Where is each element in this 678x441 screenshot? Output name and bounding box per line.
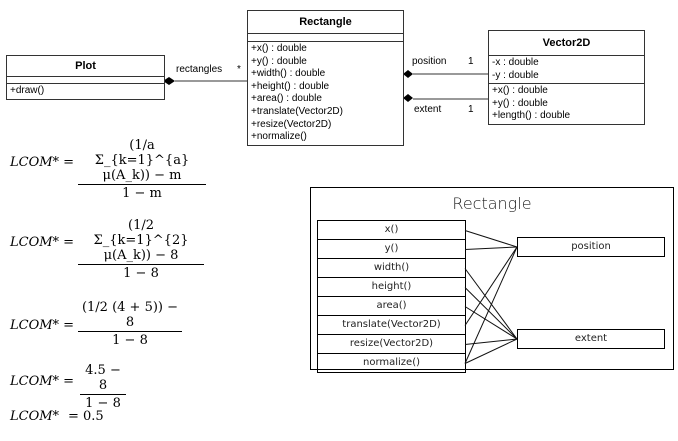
denominator: 1 − 8 [123,266,159,281]
attribute: -y : double [492,69,539,81]
operation: +y() : double [492,97,548,109]
formula-lhs: LCOM* = [10,318,75,333]
numerator: (1/2 (4 + 5)) − 8 [81,300,179,330]
formula-lhs: LCOM* = [10,235,75,250]
composition-diamond-icon [403,94,413,102]
operation: +resize(Vector2D) [251,118,332,130]
role-label: position [412,56,447,67]
denominator: 1 − m [122,186,162,201]
attributes-section: -x : double -y : double [489,56,644,85]
method-field-link [464,268,518,340]
method-node: y() [318,240,465,259]
formula-2: (1/2 Σ_{k=1}^{2} μ(A_k)) − 8 1 − 8 [78,218,204,281]
class-name: Plot [7,56,164,77]
method-field-link [464,338,518,345]
formula-lhs: LCOM* [10,409,60,424]
numerator: (1/2 Σ_{k=1}^{2} μ(A_k)) − 8 [93,218,189,263]
attribute: -x : double [492,57,539,68]
operation: +normalize() [251,131,307,143]
method-field-link [464,338,518,364]
denominator: 1 − 8 [112,333,148,348]
denominator: 1 − 8 [85,396,121,411]
method-field-link [464,246,518,326]
method-field-link [464,230,518,248]
multiplicity-label: * [237,64,241,75]
attributes-section [248,34,403,42]
formula-1: (1/a Σ_{k=1}^{a} μ(A_k)) − m 1 − m [78,138,206,201]
operation: +translate(Vector2D) [251,105,343,117]
multiplicity-label: 1 [468,104,474,115]
formula-4: 4.5 − 8 1 − 8 [80,363,126,411]
method-node: translate(Vector2D) [318,316,465,335]
method-field-link [464,246,518,250]
cohesion-links [464,230,518,364]
composition-diamond-icon [163,77,175,85]
operation: +x() : double [492,85,548,97]
operation: +draw() [10,85,45,96]
cohesion-title: Rectangle [452,194,532,213]
role-label: rectangles [176,64,223,75]
numerator: 4.5 − 8 [85,363,121,393]
formula-lhs: LCOM* = [10,374,75,389]
operation: +x() : double [251,43,307,54]
method-node: x() [318,221,465,240]
uml-class-vector2d: Vector2D -x : double -y : double +x() : … [488,30,645,125]
formula-3: (1/2 (4 + 5)) − 8 1 − 8 [78,300,182,348]
class-name: Rectangle [248,11,403,34]
operation: +width() : double [251,68,326,80]
operation: +length() : double [492,110,571,122]
attributes-section [7,77,164,84]
cohesion-diagram: Rectangle x() y() width() height() area(… [310,187,674,373]
method-field-link [464,306,518,340]
role-label: extent [414,104,442,115]
method-node: area() [318,297,465,316]
formula-result: = 0.5 [68,409,104,424]
uml-class-rectangle: Rectangle +x() : double +y() : double +w… [247,10,404,146]
method-field-link [464,246,518,364]
numerator: (1/a Σ_{k=1}^{a} μ(A_k)) − m [94,138,190,183]
method-list: x() y() width() height() area() translat… [317,220,466,373]
method-node: resize(Vector2D) [318,335,465,354]
method-node: normalize() [362,357,421,368]
operations-section: +x() : double +y() : double +width() : d… [248,42,403,145]
field-node: extent [517,329,665,349]
operation: +y() : double [251,55,307,67]
method-node: width() [318,259,465,278]
class-name: Vector2D [489,31,644,56]
field-node: position [517,237,665,257]
composition-diamond-icon [403,70,413,78]
method-node: height() [318,278,465,297]
operation: +height() : double [251,80,330,92]
uml-class-plot: Plot +draw() [6,55,165,100]
method-field-link [464,287,518,340]
formula-lhs: LCOM* = [10,155,75,170]
multiplicity-label: 1 [468,56,474,67]
operation: +area() : double [251,93,322,105]
operations-section: +x() : double +y() : double +length() : … [489,84,644,124]
